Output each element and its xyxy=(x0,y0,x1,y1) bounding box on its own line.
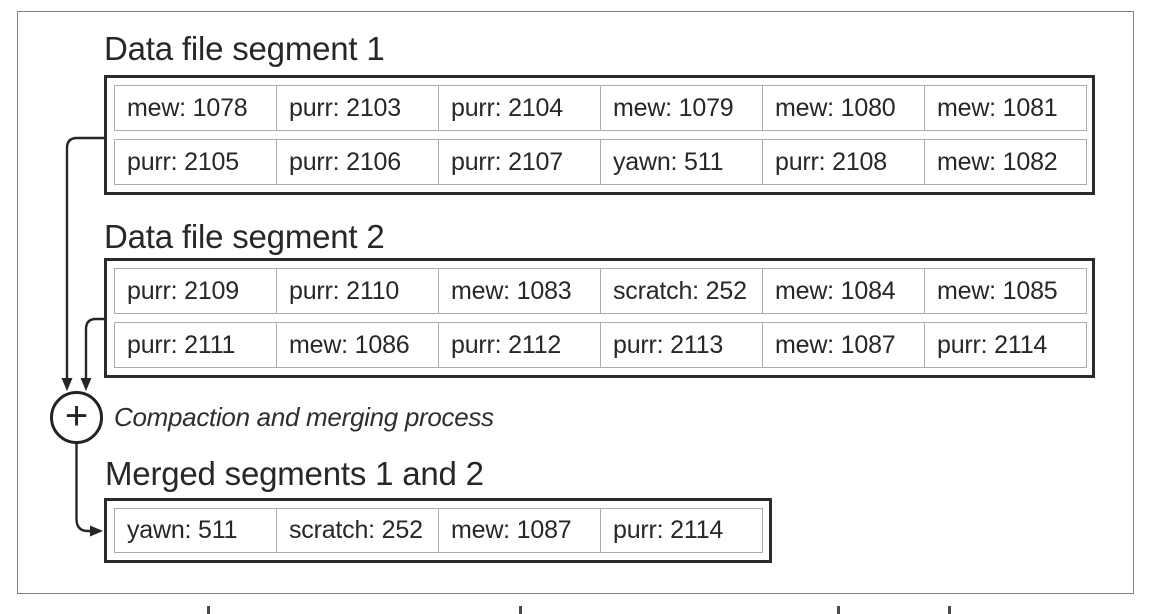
segment2-box: purr: 2109 purr: 2110 mew: 1083 scratch:… xyxy=(104,258,1095,378)
record-cell: mew: 1081 xyxy=(924,86,1086,130)
record-cell: mew: 1080 xyxy=(762,86,924,130)
record-cell: mew: 1082 xyxy=(924,140,1086,184)
record-cell: purr: 2112 xyxy=(438,323,600,367)
record-cell: purr: 2106 xyxy=(276,140,438,184)
segment2-row1: purr: 2109 purr: 2110 mew: 1083 scratch:… xyxy=(114,268,1087,314)
cropped-caption-fragment xyxy=(948,606,951,614)
segment2-title: Data file segment 2 xyxy=(104,218,385,255)
record-cell: mew: 1087 xyxy=(762,323,924,367)
segment1-row1: mew: 1078 purr: 2103 purr: 2104 mew: 107… xyxy=(114,85,1087,131)
segment1-box: mew: 1078 purr: 2103 purr: 2104 mew: 107… xyxy=(104,75,1095,195)
record-cell: yawn: 511 xyxy=(600,140,762,184)
cropped-caption-fragment xyxy=(519,606,522,614)
record-cell: purr: 2109 xyxy=(127,276,239,305)
segment2-row2: purr: 2111 mew: 1086 purr: 2112 purr: 21… xyxy=(114,322,1087,368)
record-cell: purr: 2107 xyxy=(438,140,600,184)
record-cell: mew: 1084 xyxy=(762,269,924,313)
record-cell: mew: 1085 xyxy=(924,269,1086,313)
record-cell: purr: 2113 xyxy=(600,323,762,367)
record-cell: yawn: 511 xyxy=(127,516,238,544)
record-cell: mew: 1079 xyxy=(600,86,762,130)
cropped-caption-fragment xyxy=(837,606,840,614)
record-cell: purr: 2114 xyxy=(924,323,1086,367)
record-cell: purr: 2110 xyxy=(276,269,438,313)
record-cell: purr: 2103 xyxy=(276,86,438,130)
segment1-title: Data file segment 1 xyxy=(104,30,385,67)
record-cell: purr: 2114 xyxy=(600,509,762,552)
merge-node: + xyxy=(50,391,103,444)
record-cell: mew: 1083 xyxy=(438,269,600,313)
record-cell: mew: 1078 xyxy=(127,93,248,122)
plus-icon: + xyxy=(64,394,89,438)
merged-box: yawn: 511 scratch: 252 mew: 1087 purr: 2… xyxy=(104,498,772,563)
record-cell: scratch: 252 xyxy=(600,269,762,313)
merged-row: yawn: 511 scratch: 252 mew: 1087 purr: 2… xyxy=(114,508,763,553)
record-cell: mew: 1087 xyxy=(438,509,600,552)
merged-title: Merged segments 1 and 2 xyxy=(105,455,484,492)
segment1-row2: purr: 2105 purr: 2106 purr: 2107 yawn: 5… xyxy=(114,139,1087,185)
record-cell: purr: 2104 xyxy=(438,86,600,130)
record-cell: purr: 2108 xyxy=(762,140,924,184)
record-cell: purr: 2111 xyxy=(127,330,236,359)
process-label: Compaction and merging process xyxy=(114,402,494,432)
record-cell: scratch: 252 xyxy=(276,509,438,552)
record-cell: purr: 2105 xyxy=(127,147,239,176)
cropped-caption-fragment xyxy=(207,606,210,614)
record-cell: mew: 1086 xyxy=(276,323,438,367)
